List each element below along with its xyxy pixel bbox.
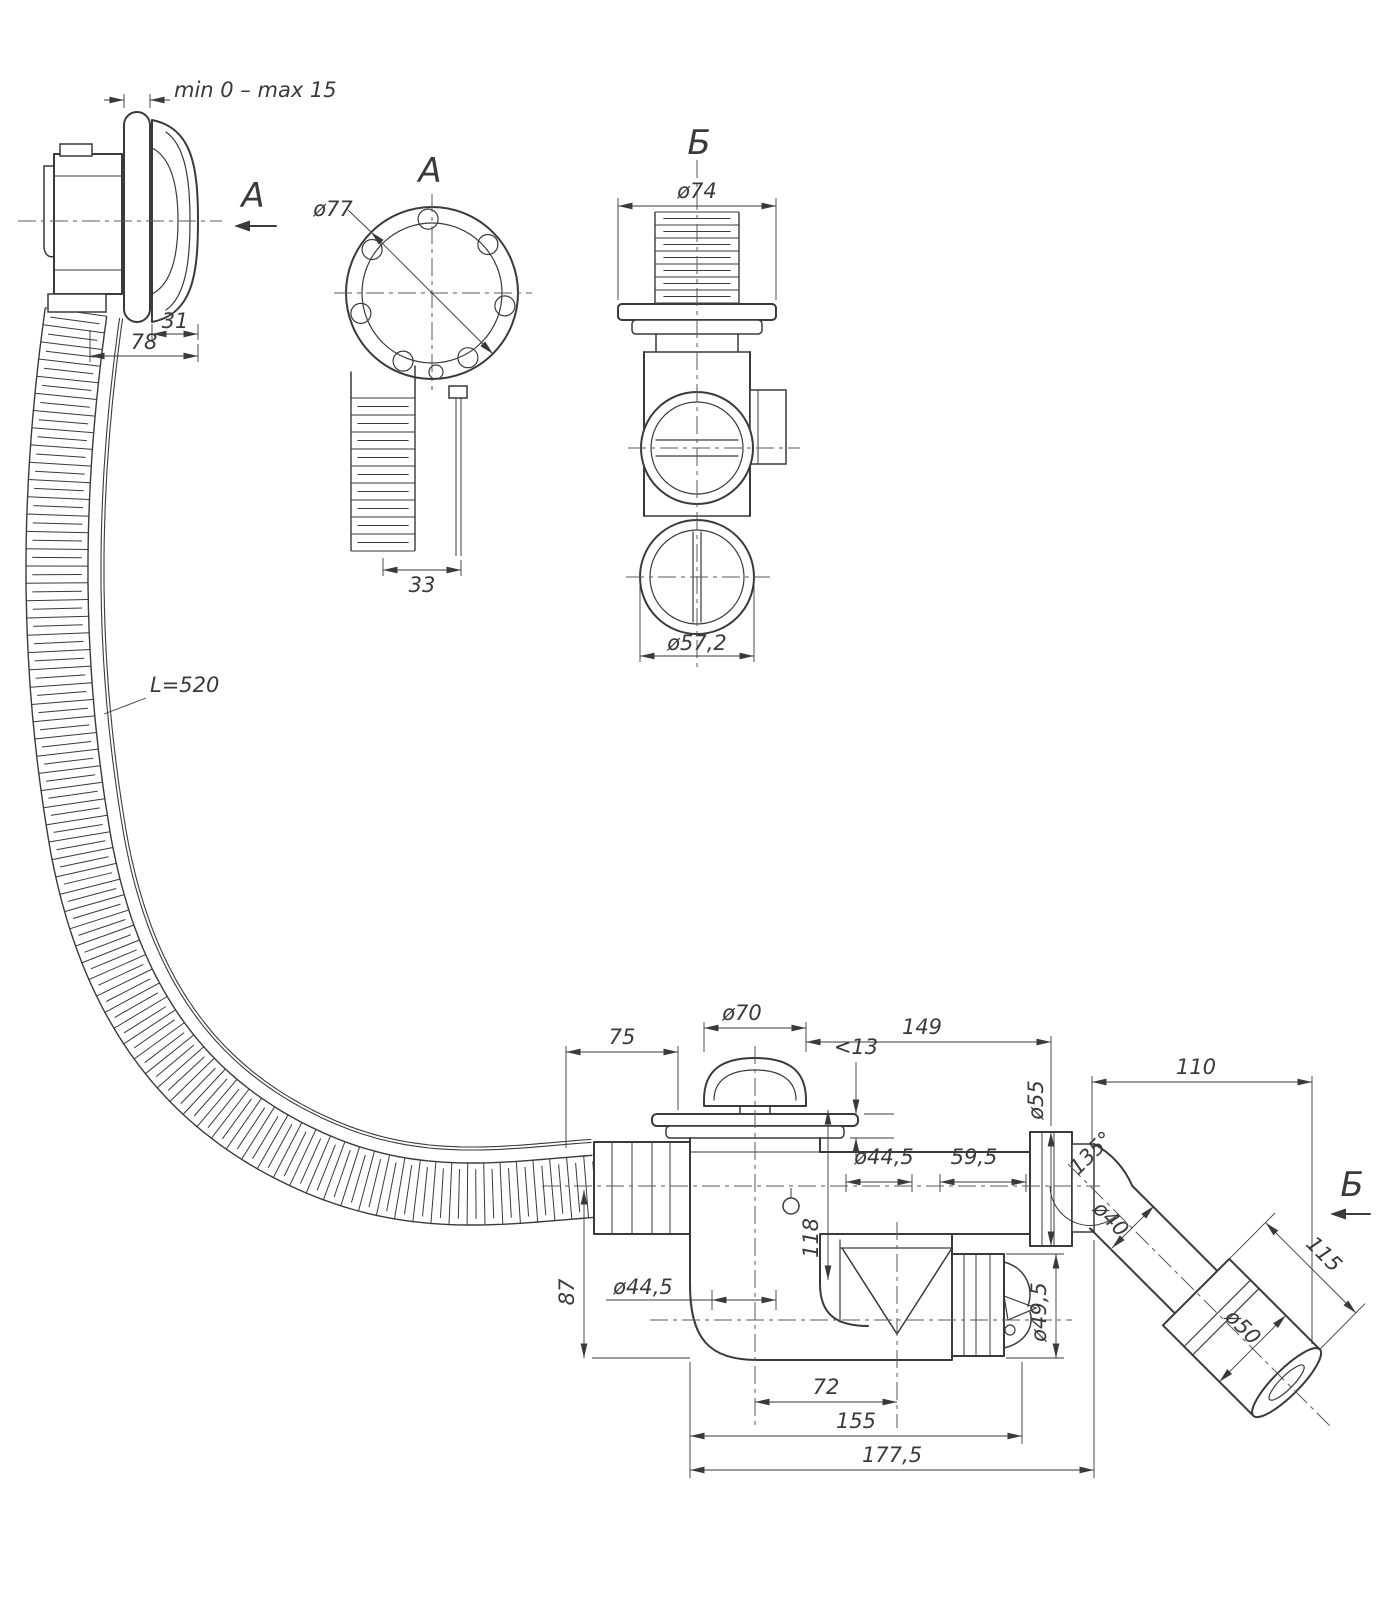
cable-anchor bbox=[782, 1197, 800, 1215]
overflow-flange bbox=[123, 111, 151, 323]
dim-33-label: 33 bbox=[409, 573, 436, 597]
dim-59-5-label: 59,5 bbox=[951, 1145, 998, 1169]
section-b-letter: Б bbox=[1340, 1165, 1363, 1205]
centerlines bbox=[18, 160, 1331, 1428]
section-a-letter: A bbox=[239, 176, 264, 216]
dim-118-label: 118 bbox=[799, 1218, 823, 1258]
dim-78-label: 78 bbox=[131, 330, 158, 354]
dim-149-label: 149 bbox=[902, 1015, 942, 1039]
dim-dia44-5-left-label: ø44,5 bbox=[612, 1275, 673, 1299]
dimension-labels: min 0 – max 15 A 31 78 L=520 А ø77 33 Б … bbox=[131, 78, 1364, 1467]
cable-end-fitting bbox=[448, 385, 468, 399]
hose-length-label: L=520 bbox=[150, 673, 219, 697]
dimension-lines bbox=[89, 94, 1371, 1478]
dim-87-label: 87 bbox=[555, 1278, 579, 1305]
dim-dia70-label: ø70 bbox=[721, 1001, 762, 1025]
overflow-corrugated-hose bbox=[25, 307, 597, 1226]
latch-coupling bbox=[951, 1253, 1005, 1357]
view-b-overflow-elbow bbox=[617, 303, 787, 635]
dim-13-label: <13 bbox=[834, 1035, 878, 1059]
dim-72-label: 72 bbox=[813, 1375, 840, 1399]
dim-dia55-label: ø55 bbox=[1024, 1080, 1048, 1121]
dim-75-label: 75 bbox=[609, 1025, 636, 1049]
dim-dia74-label: ø74 bbox=[676, 179, 717, 203]
view-b-title: Б bbox=[687, 123, 710, 163]
view-a-title: А bbox=[416, 151, 441, 191]
dim-dia57-2-label: ø57,2 bbox=[666, 631, 727, 655]
dim-dia49-5-label: ø49,5 bbox=[1027, 1282, 1051, 1343]
view-a-hose-stub bbox=[350, 397, 416, 552]
dim-dia77-label: ø77 bbox=[312, 197, 353, 221]
dim-177-5-label: 177,5 bbox=[862, 1443, 922, 1467]
elbow-bracket bbox=[749, 389, 787, 465]
dim-31-label: 31 bbox=[162, 309, 189, 333]
dim-110-label: 110 bbox=[1176, 1055, 1216, 1079]
dim-dia44-5-right-label: ø44,5 bbox=[853, 1145, 914, 1169]
hose-union-nut bbox=[593, 1141, 691, 1235]
part-outlines bbox=[43, 111, 1323, 1419]
adjust-range-label: min 0 – max 15 bbox=[174, 78, 337, 102]
dim-115-label: 115 bbox=[1301, 1231, 1346, 1276]
drain-siphon-assembly bbox=[593, 1057, 1323, 1419]
overflow-fitting-side-view bbox=[43, 111, 199, 323]
dim-155-label: 155 bbox=[836, 1409, 876, 1433]
